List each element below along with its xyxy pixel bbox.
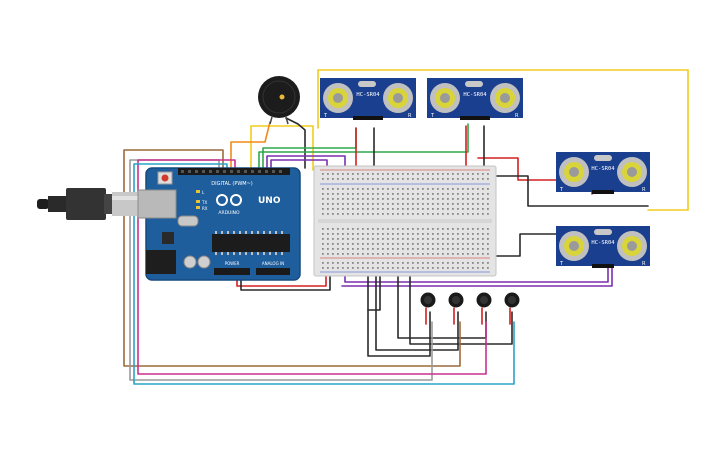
wire-black-buzzer[interactable] [285,117,306,169]
microcontroller-chip [212,234,290,252]
sensor-4-model: HC-SR04 [591,240,615,246]
crystal [177,215,199,227]
analog-header [256,268,290,275]
sensor-2-mark-r: R [515,113,519,119]
sensor-1-mark-r: R [408,113,412,119]
power-header [214,268,250,275]
wire-green-1[interactable] [262,127,357,169]
sensor-2-model: HC-SR04 [463,92,487,98]
wire-gray-loop[interactable] [129,159,433,381]
digital-header-label: DIGITAL (PWM~) [211,181,253,187]
wire-black-motor-5[interactable] [367,269,381,311]
power-header-label: POWER [225,261,240,266]
board-model: UNO [258,196,281,206]
wire-orange-buzzer[interactable] [230,121,271,169]
wire-green-2[interactable] [258,123,469,169]
breadboard-holes [322,173,489,269]
sensor-4-mark-t: T [559,261,564,267]
digital-header [178,168,290,175]
wire-black-motor-1[interactable] [367,269,431,357]
digital-header-pins [181,170,282,173]
vibration-motor-icon[interactable] [476,292,492,308]
arduino-uno-board[interactable]: DIGITAL (PWM~) UNO ARDUINO L TX RX POWER… [137,167,301,281]
buzzer-icon[interactable] [258,76,300,125]
wire-teal-loop[interactable] [133,163,515,385]
wire-yellow-outer[interactable] [317,69,689,211]
sensor-4-mark-r: R [642,261,646,267]
rx-led-label: RX [202,206,208,211]
wire-black-right[interactable] [491,175,649,207]
ultrasonic-sensor-2[interactable]: HC-SR04 T R [427,78,523,120]
board-brand: ARDUINO [218,210,240,216]
wire-black-motor-4[interactable] [409,269,513,345]
sensor-1-mark-t: T [323,113,328,119]
power-jack [146,250,176,274]
sensor-3-model: HC-SR04 [591,166,615,172]
arduino-logo-icon [216,194,242,206]
sensor-3-mark-r: R [642,187,646,193]
capacitor-1 [183,255,197,269]
chip-pins [215,231,283,255]
wire-magenta-loop[interactable] [137,159,487,375]
usb-cable-icon[interactable] [37,188,146,220]
analog-header-label: ANALOG IN [262,261,284,266]
regulator [162,232,174,244]
sensor-2-mark-t: T [430,113,435,119]
sensor-3-mark-t: T [559,187,564,193]
wire-purple-3[interactable] [341,267,613,287]
ultrasonic-sensor-3[interactable]: HC-SR04 T R [556,152,650,194]
tx-led-label: TX [201,200,207,205]
wire-black-motor-3[interactable] [397,269,487,339]
vibration-motor-icon[interactable] [420,292,436,308]
l-led-label: L [202,190,205,195]
vibration-motor-icon[interactable] [504,292,520,308]
vibration-motor-icon[interactable] [448,292,464,308]
ultrasonic-sensor-1[interactable]: HC-SR04 T R [320,78,416,120]
capacitor-2 [197,255,211,269]
breadboard[interactable] [313,165,497,277]
ultrasonic-sensor-4[interactable]: HC-SR04 T R [556,226,650,268]
usb-jack [137,189,177,219]
wire-brown-loop[interactable] [123,149,461,367]
sensor-1-model: HC-SR04 [356,92,380,98]
